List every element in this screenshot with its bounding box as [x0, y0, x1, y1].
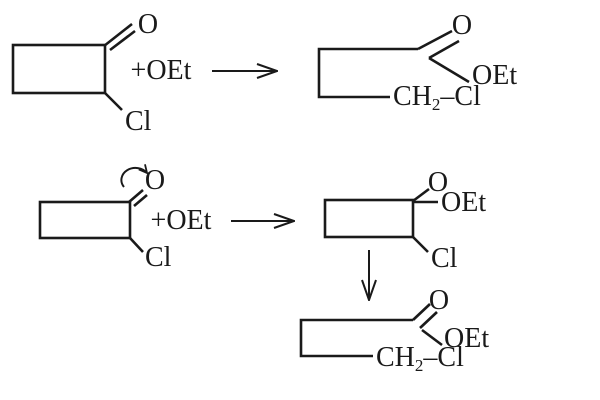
label-layer: O Cl +OEt O OEt CH2–Cl O Cl +OEt O OEt C… — [125, 9, 517, 375]
product1-ch2cl-label: CH2–Cl — [393, 81, 481, 114]
c-o-double-bond-1b — [109, 29, 136, 52]
product1-c-oet-bond — [428, 56, 470, 84]
product1-ch2cl-post: –Cl — [439, 81, 481, 112]
c-o-double-bond-1a — [103, 22, 133, 48]
product1-ch2-subscript: 2 — [432, 95, 441, 114]
product2-ch2cl-post: –Cl — [422, 342, 464, 373]
c-o-double-bond-2b — [133, 194, 148, 207]
carbonyl-oxygen-label-1: O — [138, 9, 158, 40]
chlorine-label-2: Cl — [145, 242, 172, 273]
product2-ch2-subscript: 2 — [415, 356, 424, 375]
ethoxide-reagent-label-2: +OEt — [151, 205, 212, 236]
intermediate-oxygen-label: O — [428, 167, 448, 198]
intermediate-oet-label: OEt — [441, 187, 486, 218]
product1-ester-oet-label: OEt — [472, 60, 517, 91]
intermediate-c-o-bond — [412, 187, 430, 203]
intermediate-c-cl-bond — [412, 236, 429, 253]
product-chain-1 — [317, 47, 418, 99]
product1-c-o-double-a — [417, 29, 453, 51]
c-cl-bond-1 — [104, 92, 123, 111]
product2-c-o-double-a — [412, 303, 431, 321]
product2-c-oet-bond — [421, 328, 443, 347]
c-cl-bond-2 — [129, 237, 144, 253]
bond-layer — [11, 22, 470, 358]
product2-ch2cl-pre: CH — [376, 342, 415, 373]
product1-carbonyl-oxygen-label: O — [452, 10, 472, 41]
c-o-double-bond-2a — [128, 189, 144, 203]
cyclobutanone-ring-2 — [38, 200, 132, 240]
chlorine-label-1: Cl — [125, 106, 152, 137]
intermediate-ring — [323, 198, 415, 239]
intermediate-chlorine-label: Cl — [431, 243, 458, 274]
electron-push-curly-arrow — [120, 168, 147, 188]
ethoxide-reagent-label-1: +OEt — [131, 55, 192, 86]
product2-ester-oet-label: OEt — [444, 323, 489, 354]
product2-ch2cl-label: CH2–Cl — [376, 342, 464, 375]
product2-c-o-double-b — [419, 311, 438, 329]
product1-ch2cl-pre: CH — [393, 81, 432, 112]
carbonyl-oxygen-label-2: O — [145, 165, 165, 196]
product-chain-2 — [299, 318, 413, 358]
cyclobutanone-ring-1 — [11, 43, 107, 95]
product2-carbonyl-oxygen-label: O — [429, 285, 449, 316]
product1-c-o-double-b — [428, 39, 460, 60]
